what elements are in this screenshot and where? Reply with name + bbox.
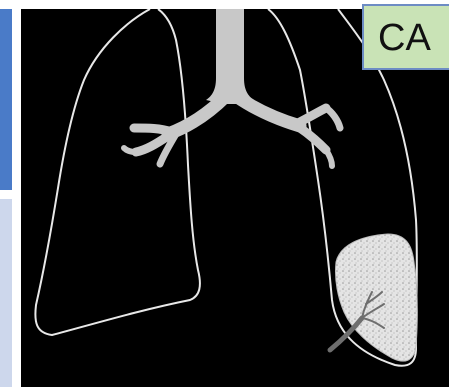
left-bronchus-branch-upper	[134, 128, 172, 132]
left-panel-bottom	[0, 199, 12, 387]
left-panel-gap	[0, 190, 12, 199]
label-badge-text: CA	[378, 19, 431, 57]
left-panel-top	[0, 9, 12, 190]
label-badge: CA	[362, 4, 449, 70]
